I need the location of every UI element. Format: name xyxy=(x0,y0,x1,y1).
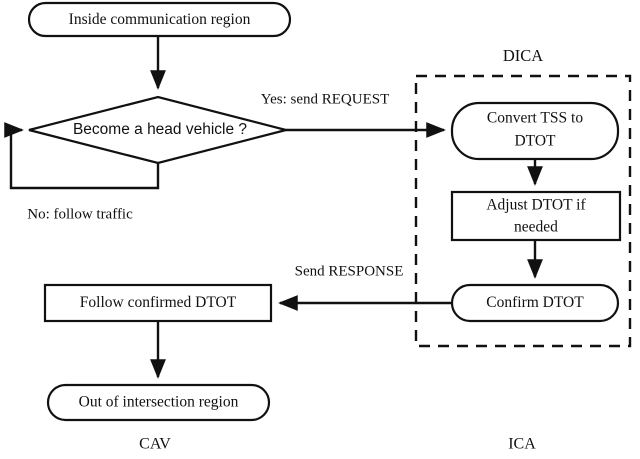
node-follow-confirmed-dtot-label: Follow confirmed DTOT xyxy=(80,294,237,311)
node-out-of-intersection-region[interactable] xyxy=(46,383,271,422)
lane-label-cav: CAV xyxy=(139,436,171,453)
node-inside-communication-region-label: Inside communication region xyxy=(69,11,251,28)
node-out-of-intersection-region-label: Out of intersection region xyxy=(79,394,239,411)
node-become-head-vehicle[interactable] xyxy=(28,95,287,165)
edge-label-yes-send-request: Yes: send REQUEST xyxy=(261,91,390,107)
node-adjust-dtot-if-needed-label-line2: needed xyxy=(514,219,558,236)
node-follow-confirmed-dtot[interactable] xyxy=(43,283,273,323)
dica-group-label: DICA xyxy=(503,46,543,65)
node-convert-tss-to-dtot-label-line2: DTOT xyxy=(514,133,556,150)
node-convert-tss-to-dtot[interactable] xyxy=(450,101,620,161)
node-confirm-dtot[interactable] xyxy=(450,283,620,323)
node-inside-communication-region[interactable] xyxy=(27,1,292,38)
lane-label-ica: ICA xyxy=(508,436,536,453)
edge-label-send-response: Send RESPONSE xyxy=(295,263,404,279)
dica-group-box xyxy=(414,74,632,348)
edge-label-no-follow-traffic: No: follow traffic xyxy=(27,206,133,222)
node-convert-tss-to-dtot-label-line1: Convert TSS to xyxy=(487,110,583,127)
node-become-head-vehicle-label: Become a head vehicle ? xyxy=(73,121,247,138)
node-adjust-dtot-if-needed-label-line1: Adjust DTOT if xyxy=(486,197,586,214)
edge-no-loop-back xyxy=(4,122,160,190)
node-adjust-dtot-if-needed[interactable] xyxy=(450,190,622,242)
node-confirm-dtot-label: Confirm DTOT xyxy=(486,294,584,311)
